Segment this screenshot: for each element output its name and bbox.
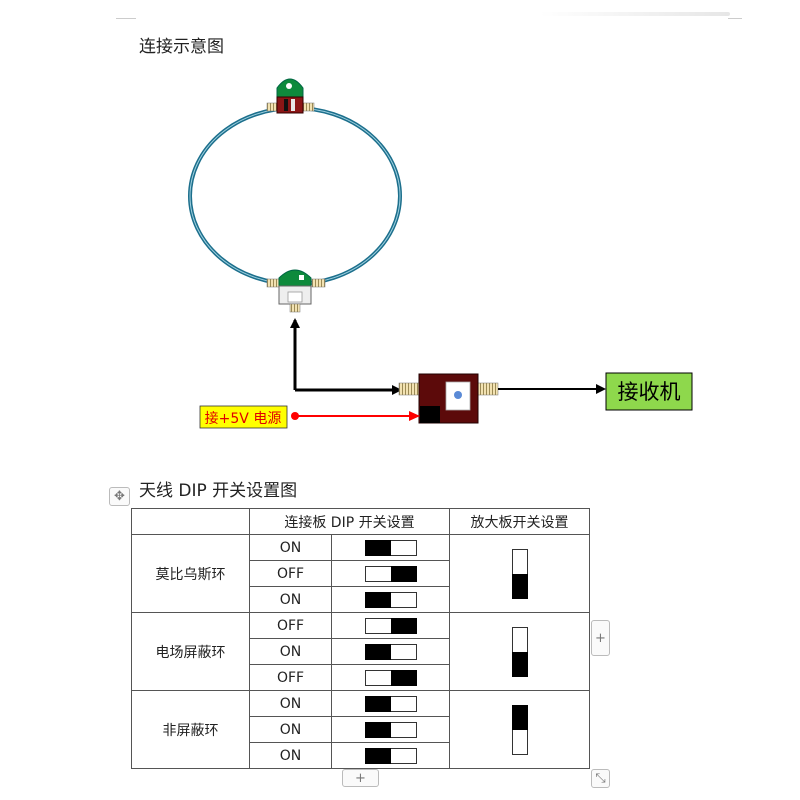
- add-column-button[interactable]: +: [591, 620, 610, 656]
- amplifier-board: [398, 373, 499, 424]
- page-corner-mark-left: [116, 14, 136, 19]
- dip-state-label: ON: [249, 638, 332, 665]
- top-connection-board: [266, 78, 315, 114]
- table-row: ON: [132, 742, 590, 769]
- add-row-button[interactable]: +: [342, 769, 379, 787]
- resize-icon: ⤡: [595, 771, 606, 786]
- table-row: OFF: [132, 664, 590, 691]
- amplifier-switch-knob: [511, 704, 528, 730]
- page-top-shadow: [540, 12, 730, 16]
- table-move-handle[interactable]: ✥: [109, 487, 130, 506]
- header-empty: [131, 508, 250, 535]
- dip-switch-cell: [331, 534, 450, 561]
- dip-switch-cell: [331, 612, 450, 639]
- table-row: OFF: [132, 560, 590, 587]
- section-title-connection: 连接示意图: [139, 37, 224, 57]
- antenna-mode-label: 非屏蔽环: [131, 690, 250, 769]
- amplifier-switch-cell: [449, 612, 590, 691]
- amplifier-switch-cell: [449, 534, 590, 613]
- amplifier-switch-knob: [511, 651, 528, 677]
- dip-switch-knob: [390, 565, 417, 582]
- header-amplifier-board: 放大板开关设置: [449, 508, 590, 535]
- power-label-box: [199, 405, 288, 429]
- dip-switch-knob: [390, 617, 417, 634]
- page-corner-mark-right: [728, 14, 742, 19]
- antenna-mode-label: 莫比乌斯环: [131, 534, 250, 613]
- dip-state-label: ON: [249, 742, 332, 769]
- plus-icon: +: [355, 770, 366, 786]
- table-row: ON: [132, 586, 590, 613]
- dip-switch-cell: [331, 742, 450, 769]
- loop-antenna: [188, 106, 402, 286]
- dip-switch-cell: [331, 586, 450, 613]
- dip-switch-icon: [364, 721, 417, 738]
- amplifier-switch-icon: [511, 626, 528, 677]
- dip-state-label: ON: [249, 716, 332, 743]
- dip-switch-icon: [364, 747, 417, 764]
- dip-state-label: ON: [249, 534, 332, 561]
- dip-switch-knob: [364, 747, 391, 764]
- table-resize-handle[interactable]: ⤡: [591, 769, 610, 788]
- table-header-row: 连接板 DIP 开关设置 放大板开关设置: [131, 508, 590, 535]
- bottom-connection-board: [266, 269, 326, 313]
- amplifier-switch-icon: [511, 704, 528, 755]
- dip-switch-cell: [331, 638, 450, 665]
- dip-switch-knob: [364, 643, 391, 660]
- dip-switch-cell: [331, 716, 450, 743]
- receiver-label: 接收机: [618, 380, 681, 404]
- dip-switch-knob: [364, 721, 391, 738]
- dip-switch-icon: [364, 695, 417, 712]
- dip-state-label: OFF: [249, 612, 332, 639]
- table-row: ON: [132, 716, 590, 743]
- amplifier-switch-icon: [511, 548, 528, 599]
- plus-icon: +: [595, 630, 606, 646]
- dip-switch-cell: [331, 664, 450, 691]
- dip-state-label: ON: [249, 586, 332, 613]
- table-row: ON: [132, 638, 590, 665]
- amplifier-switch-cell: [449, 690, 590, 769]
- header-connection-board: 连接板 DIP 开关设置: [249, 508, 450, 535]
- dip-switch-knob: [364, 695, 391, 712]
- dip-switch-knob: [390, 669, 417, 686]
- amplifier-switch-knob: [511, 573, 528, 599]
- dip-switch-knob: [364, 539, 391, 556]
- move-icon: ✥: [114, 489, 125, 504]
- dip-switch-cell: [331, 690, 450, 717]
- dip-switch-cell: [331, 560, 450, 587]
- dip-switch-knob: [364, 591, 391, 608]
- dip-state-label: ON: [249, 690, 332, 717]
- dip-switch-icon: [364, 539, 417, 556]
- dip-switch-icon: [364, 617, 417, 634]
- dip-switch-icon: [364, 669, 417, 686]
- antenna-mode-label: 电场屏蔽环: [131, 612, 250, 691]
- dip-state-label: OFF: [249, 560, 332, 587]
- dip-switch-icon: [364, 591, 417, 608]
- receiver-box: [605, 372, 693, 411]
- dip-switch-icon: [364, 565, 417, 582]
- connection-diagram: 接收机 接+5V 电源: [188, 78, 693, 429]
- dip-state-label: OFF: [249, 664, 332, 691]
- dip-switch-icon: [364, 643, 417, 660]
- power-label: 接+5V 电源: [205, 410, 282, 427]
- section-title-dip: 天线 DIP 开关设置图: [139, 481, 298, 501]
